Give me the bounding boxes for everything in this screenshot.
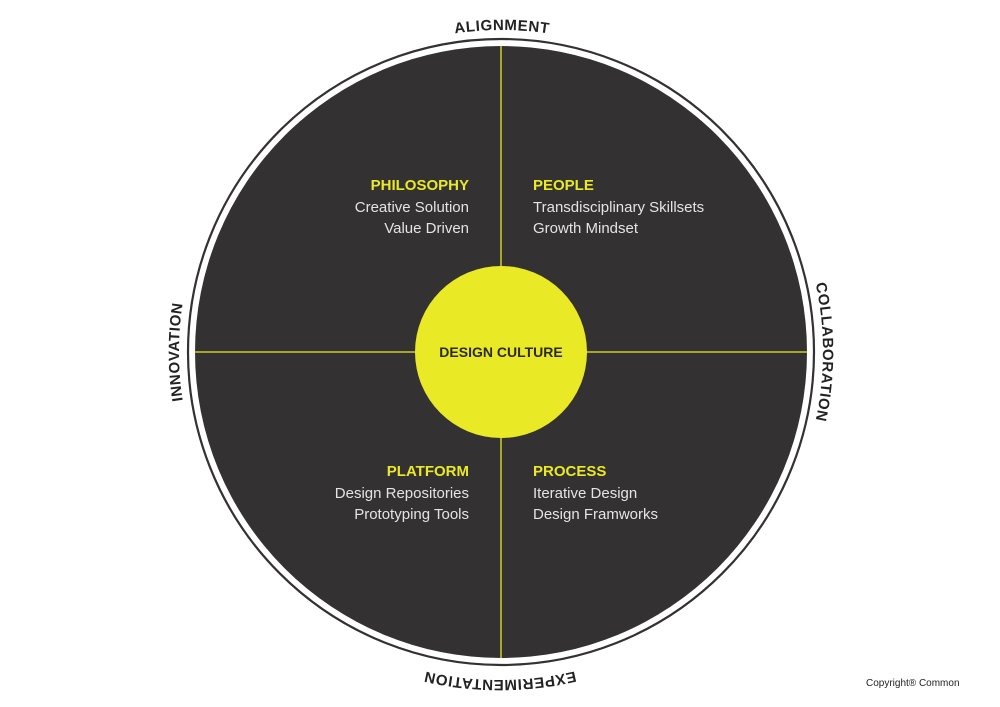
center-circle bbox=[415, 266, 587, 438]
copyright-notice: Copyright® Common bbox=[866, 678, 960, 689]
quadrant-people: PEOPLE Transdisciplinary Skillsets Growt… bbox=[533, 177, 704, 237]
quadrant-platform: PLATFORM Design Repositories Prototyping… bbox=[335, 463, 469, 523]
quadrant-item: Value Driven bbox=[384, 220, 469, 237]
quadrant-item: Prototyping Tools bbox=[354, 506, 469, 523]
quadrant-item: Design Repositories bbox=[335, 485, 469, 502]
ring-label-right-text: COLLABORATION bbox=[812, 281, 836, 423]
quadrant-title: PEOPLE bbox=[533, 177, 594, 194]
quadrant-item: Creative Solution bbox=[355, 199, 469, 216]
ring-label-top-text: ALIGNMENT bbox=[453, 17, 550, 37]
quadrant-item: Growth Mindset bbox=[533, 220, 639, 237]
quadrant-item: Transdisciplinary Skillsets bbox=[533, 199, 704, 216]
quadrant-item: Iterative Design bbox=[533, 485, 637, 502]
center-label: DESIGN CULTURE bbox=[439, 344, 562, 360]
ring-label-right: COLLABORATION bbox=[812, 281, 836, 423]
outer-ring bbox=[186, 37, 816, 667]
quadrant-philosophy: PHILOSOPHY Creative Solution Value Drive… bbox=[355, 177, 469, 237]
quadrant-item: Design Framworks bbox=[533, 506, 658, 523]
quadrant-title: PROCESS bbox=[533, 463, 606, 480]
quadrant-title: PHILOSOPHY bbox=[371, 177, 469, 194]
quadrant-title: PLATFORM bbox=[387, 463, 469, 480]
ring-label-bottom-text: EXPERIMENTATION bbox=[422, 667, 577, 693]
ring-label-left-text: INNOVATION bbox=[166, 302, 186, 403]
quadrant-process: PROCESS Iterative Design Design Framwork… bbox=[533, 463, 658, 523]
ring-label-bottom: EXPERIMENTATION bbox=[422, 667, 577, 693]
ring-label-left: INNOVATION bbox=[166, 302, 187, 403]
ring-label-top: ALIGNMENT bbox=[453, 17, 550, 37]
